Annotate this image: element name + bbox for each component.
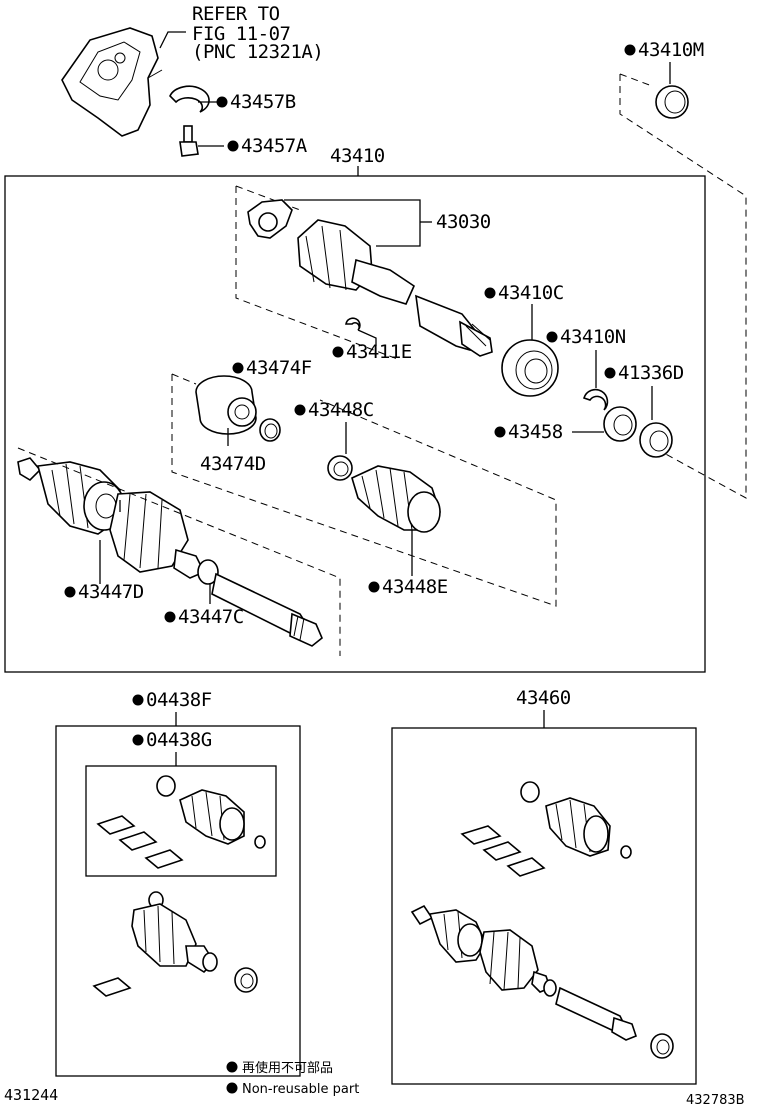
inboard-joint-43030-illustration <box>297 219 493 357</box>
oil-seal-43410M-illustration <box>655 85 689 119</box>
non-reusable-dot <box>164 611 176 623</box>
oil-seal-41336D-illustration <box>639 422 673 458</box>
non-reusable-dot <box>232 362 244 374</box>
label-43030: 43030 <box>436 211 491 233</box>
label-43410M: 43410M <box>638 39 704 61</box>
refer-line-1: REFER TO <box>192 3 280 25</box>
label-43474D: 43474D <box>200 453 266 475</box>
figure-code-left: 431244 <box>4 1086 58 1104</box>
label-41336D: 41336D <box>618 362 684 384</box>
non-reusable-dot <box>132 734 144 746</box>
label-43448E: 43448E <box>382 576 448 598</box>
non-reusable-dot <box>368 581 380 593</box>
label-43410C: 43410C <box>498 282 564 304</box>
non-reusable-dot <box>332 346 344 358</box>
bolt-43457A-illustration <box>179 125 199 157</box>
dashed-assembly-line <box>17 447 341 656</box>
inboard-boot-43448E-illustration <box>351 465 441 533</box>
label-43458: 43458 <box>508 421 563 443</box>
non-reusable-dot <box>132 694 144 706</box>
snap-ring-43411E-illustration <box>345 317 361 331</box>
label-43448C: 43448C <box>308 399 374 421</box>
assembly-43410-frame <box>4 175 706 673</box>
boot-clamp-small-illustration <box>259 418 281 442</box>
non-reusable-dot <box>64 586 76 598</box>
legend-jp-text: 再使用不可部品 <box>242 1060 333 1076</box>
label-43410N: 43410N <box>560 326 626 348</box>
non-reusable-dot <box>624 44 636 56</box>
kit-F-contents-illustration <box>92 891 258 997</box>
non-reusable-dot <box>494 426 506 438</box>
drive-shaft-illustration <box>211 572 323 647</box>
boot-kit-04438G-frame <box>85 765 277 877</box>
label-43411E: 43411E <box>346 341 412 363</box>
snap-ring-43410N-illustration <box>583 388 609 411</box>
figure-code-right: 432783B <box>686 1093 745 1108</box>
label-43447D: 43447D <box>78 581 144 603</box>
dashed-assembly-line <box>235 186 401 361</box>
label-43410: 43410 <box>330 145 385 167</box>
label-04438G: 04438G <box>146 729 212 751</box>
non-reusable-dot <box>227 140 239 152</box>
refer-line-2: FIG 11-07 <box>192 23 291 45</box>
label-04438F: 04438F <box>146 689 212 711</box>
boot-clamp-43448C-illustration <box>327 455 353 481</box>
label-43460: 43460 <box>516 687 571 709</box>
dynamic-damper-43474D-illustration <box>195 375 257 435</box>
dashed-assembly-line <box>619 74 747 499</box>
label-43447C: 43447C <box>178 606 244 628</box>
label-43457B: 43457B <box>230 91 296 113</box>
assembly-43460-contents-illustration <box>410 781 674 1059</box>
bearing-retainer-43458-illustration <box>603 406 637 442</box>
label-43474F: 43474F <box>246 357 312 379</box>
non-reusable-dot <box>484 287 496 299</box>
non-reusable-dot <box>546 331 558 343</box>
snap-ring-43457B-illustration <box>169 85 210 113</box>
outboard-joint-43447D-illustration <box>17 457 219 585</box>
legend-en-text: Non-reusable part <box>242 1082 359 1097</box>
bearing-43410C-illustration <box>501 339 559 397</box>
non-reusable-dot <box>294 404 306 416</box>
boot-kit-04438F-frame <box>55 725 301 1077</box>
leader-43030 <box>284 199 421 247</box>
kit-G-contents-illustration <box>96 775 266 869</box>
non-reusable-dot <box>216 96 228 108</box>
refer-line-3: (PNC 12321A) <box>192 41 323 63</box>
legend-dot-en <box>226 1082 238 1094</box>
assembly-43460-frame <box>391 727 697 1085</box>
tripod-joint-illustration <box>247 199 293 239</box>
dashed-assembly-line <box>171 374 557 607</box>
transmission-housing-illustration <box>61 27 163 137</box>
refer-leader <box>159 31 186 49</box>
non-reusable-dot <box>604 367 616 379</box>
legend-dot-jp <box>226 1061 238 1073</box>
label-43457A: 43457A <box>241 135 308 157</box>
